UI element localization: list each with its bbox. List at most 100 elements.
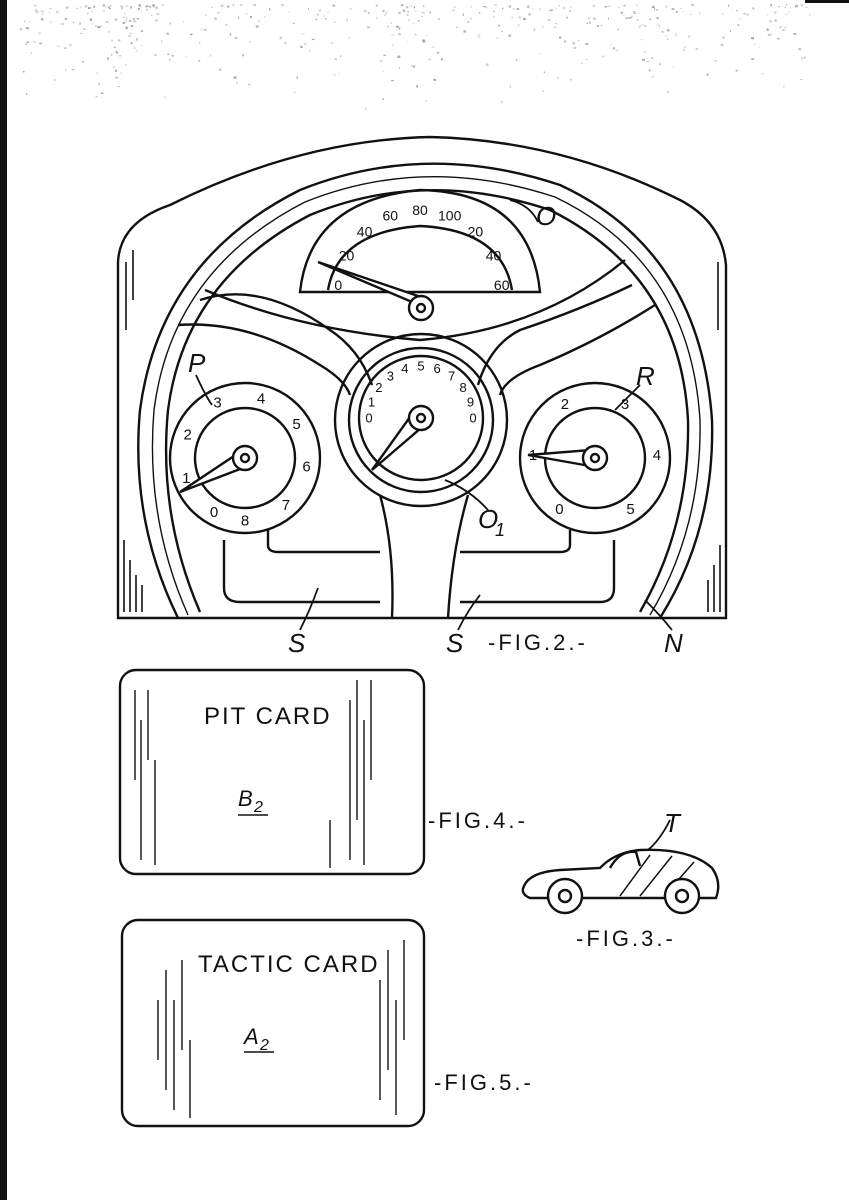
scan-speck — [93, 5, 96, 8]
scan-speck — [63, 47, 67, 49]
scan-speck — [201, 29, 204, 31]
scan-speck — [319, 9, 321, 12]
scan-speck — [406, 14, 409, 16]
scan-speck — [657, 23, 660, 26]
scan-speck — [395, 25, 399, 28]
scan-speck — [383, 71, 385, 73]
scan-speck — [182, 20, 184, 23]
scan-speck — [340, 55, 342, 58]
leader-center-gauge — [444, 479, 489, 511]
scan-speck — [82, 28, 86, 30]
scan-speck — [511, 16, 513, 19]
speedometer-tick-1: 20 — [339, 248, 355, 264]
scan-speck — [284, 42, 287, 45]
scan-speck — [784, 7, 786, 9]
scan-speck — [667, 91, 669, 93]
scan-speck — [155, 19, 158, 22]
scan-speck — [109, 7, 111, 10]
scan-speck — [428, 58, 432, 61]
scan-speck — [691, 4, 695, 6]
scan-speck — [500, 101, 503, 103]
scan-speck — [456, 26, 458, 28]
scan-speck — [513, 7, 515, 10]
scan-speck — [334, 21, 336, 23]
scan-speck — [477, 34, 481, 36]
slot-frame-inner — [266, 530, 572, 554]
scan-speck — [257, 20, 261, 22]
scan-speck — [100, 92, 104, 94]
scan-speck — [125, 26, 128, 29]
scan-speck — [644, 25, 647, 27]
scan-speck — [613, 47, 615, 50]
scan-speck — [509, 85, 512, 88]
fig5-caption: -FIG.5.- — [434, 1070, 534, 1095]
center-gauge-tick-2: 2 — [375, 380, 382, 395]
scan-speck — [168, 58, 171, 61]
scan-speck — [548, 19, 551, 21]
scan-speck — [349, 7, 352, 10]
scan-speck — [94, 25, 97, 27]
center-gauge-ref-subscript: 1 — [495, 520, 505, 540]
scan-speck — [541, 26, 545, 28]
center-gauge-tick-5: 5 — [417, 359, 424, 374]
scan-speck — [76, 7, 79, 9]
scan-speck — [39, 42, 42, 45]
scan-top-right-mark — [805, 0, 849, 3]
fig3-race-car — [521, 848, 720, 915]
scan-speck — [375, 4, 378, 7]
scan-speck — [334, 58, 338, 60]
scan-speck — [121, 6, 123, 10]
speedometer-scale-inner — [326, 224, 514, 291]
scan-speck — [133, 17, 135, 20]
scan-speck — [636, 4, 638, 7]
scan-speck — [153, 7, 156, 9]
scan-speck — [138, 7, 140, 11]
speedometer-tick-8: 60 — [494, 277, 510, 293]
scan-speck — [781, 29, 785, 32]
scan-speck — [139, 5, 142, 7]
scan-speck — [770, 4, 773, 7]
scan-speck — [255, 25, 259, 28]
scan-speck — [601, 55, 605, 58]
scan-speck — [211, 6, 213, 9]
scan-speck — [367, 26, 370, 29]
scan-speck — [53, 78, 56, 82]
scan-speck — [722, 36, 725, 39]
right-gauge-ref-label: R — [636, 361, 655, 391]
scan-speck — [688, 35, 691, 38]
scan-speck — [72, 21, 75, 24]
leader-speedometer — [509, 199, 539, 223]
car-ref-label: T — [664, 808, 682, 838]
scan-speck — [95, 72, 99, 74]
scan-speck — [382, 9, 385, 12]
scan-speck — [198, 59, 201, 62]
scan-speck — [135, 38, 138, 41]
scan-speck — [680, 7, 682, 9]
scan-speck — [115, 76, 118, 79]
scan-speck — [397, 55, 401, 58]
scan-speck — [122, 22, 126, 24]
scan-speck — [327, 11, 329, 14]
scan-speck — [654, 8, 656, 11]
scan-speck — [604, 6, 608, 8]
scan-speck — [587, 17, 590, 19]
scan-speck — [728, 4, 730, 7]
scan-speck — [250, 15, 252, 18]
scan-speck — [315, 18, 318, 21]
scan-speck — [785, 13, 787, 15]
right-gauge-tick-4: 4 — [653, 447, 661, 464]
scan-speck — [398, 12, 401, 14]
scan-speck — [163, 96, 166, 99]
scan-speck — [414, 10, 417, 12]
scan-speck — [102, 4, 105, 7]
scan-speck — [478, 36, 481, 38]
scan-speck — [570, 6, 572, 9]
tactic-card-code-subscript: 2 — [259, 1037, 269, 1054]
scan-speck — [554, 7, 557, 10]
scan-speck — [248, 41, 251, 43]
scan-speck — [421, 11, 425, 14]
scan-speck — [130, 32, 132, 35]
scan-speck — [790, 6, 791, 9]
